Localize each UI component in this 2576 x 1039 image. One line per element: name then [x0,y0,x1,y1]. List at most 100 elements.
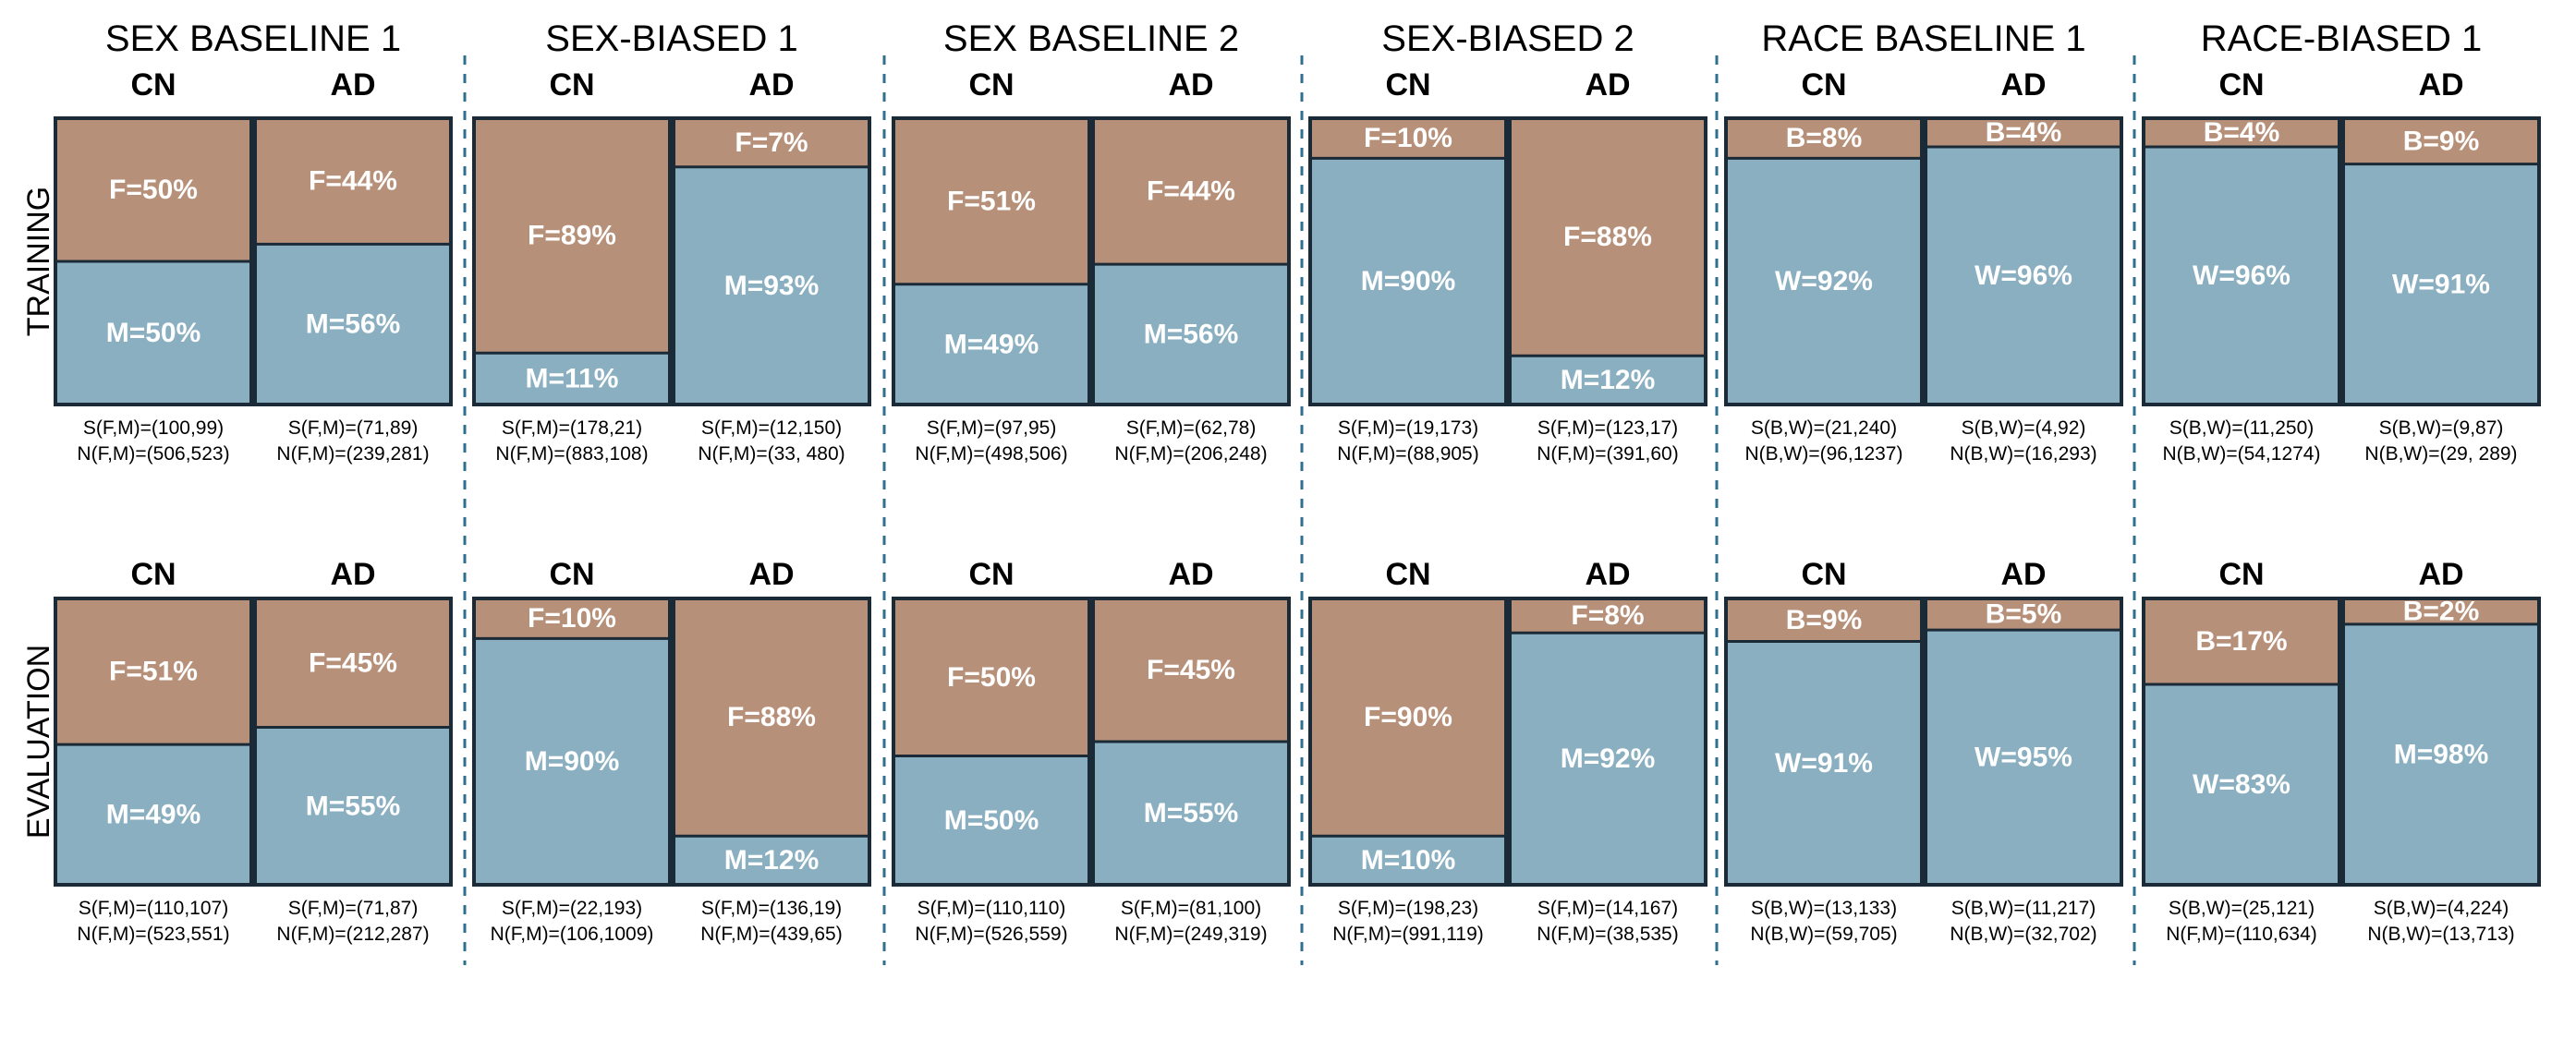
segment-bottom-label-sex-baseline-1-training-cn: M=50% [106,318,201,348]
n-count-sex-biased-2-evaluation-ad: N(F,M)=(38,535) [1537,924,1678,945]
group-title-sex-biased-1: SEX-BIASED 1 [545,18,797,59]
segment-top-label-sex-biased-2-training-ad: F=88% [1563,222,1652,252]
n-count-race-biased-1-evaluation-ad: N(B,W)=(13,713) [2367,924,2514,945]
box-border-sex-baseline-2-evaluation-cn [892,597,1091,887]
class-label-race-biased-1-training-cn: CN [2218,67,2264,103]
segment-bottom-sex-baseline-2-training-cn [893,284,1089,405]
group-title-sex-baseline-2: SEX BASELINE 2 [943,18,1239,59]
box-border-sex-baseline-1-evaluation-cn [54,597,253,887]
n-count-sex-baseline-1-training-ad: N(F,M)=(239,281) [276,443,429,465]
segment-bottom-label-race-biased-1-training-cn: W=96% [2193,260,2290,291]
box-border-sex-biased-2-evaluation-ad [1508,597,1707,887]
segment-bottom-label-sex-baseline-1-evaluation-ad: M=55% [306,791,401,821]
s-count-sex-baseline-2-evaluation-cn: S(F,M)=(110,110) [917,898,1066,919]
class-label-race-biased-1-evaluation-cn: CN [2218,557,2264,592]
segment-bottom-sex-biased-2-training-cn [1310,158,1506,405]
class-label-sex-baseline-1-training-cn: CN [130,67,176,103]
s-count-sex-baseline-2-evaluation-ad: S(F,M)=(81,100) [1121,898,1261,919]
n-count-race-biased-1-training-cn: N(B,W)=(54,1274) [2163,443,2321,465]
class-label-sex-baseline-2-evaluation-cn: CN [968,557,1014,592]
group-title-race-baseline-1: RACE BASELINE 1 [1761,18,2085,59]
n-count-race-baseline-1-evaluation-cn: N(B,W)=(59,705) [1750,924,1897,945]
s-count-sex-biased-2-training-ad: S(F,M)=(123,17) [1537,417,1678,439]
s-count-race-baseline-1-evaluation-ad: S(B,W)=(11,217) [1951,898,2096,919]
segment-top-sex-biased-2-evaluation-cn [1310,598,1506,837]
segment-bottom-sex-biased-1-evaluation-cn [474,638,670,885]
segment-top-race-biased-1-training-ad [2343,118,2539,164]
segment-bottom-label-sex-biased-2-training-ad: M=12% [1561,365,1656,395]
segment-bottom-label-sex-baseline-1-training-ad: M=56% [306,309,401,340]
box-border-race-baseline-1-evaluation-ad [1924,597,2123,887]
class-label-sex-baseline-1-training-ad: AD [330,67,375,103]
box-border-sex-biased-2-training-ad [1508,116,1707,406]
n-count-sex-biased-2-training-ad: N(F,M)=(391,60) [1537,443,1678,465]
class-label-sex-biased-1-training-cn: CN [549,67,594,103]
segment-bottom-race-baseline-1-training-ad [1926,147,2121,405]
s-count-sex-baseline-1-evaluation-ad: S(F,M)=(71,87) [288,898,419,919]
box-border-race-biased-1-training-ad [2341,116,2541,406]
segment-bottom-race-baseline-1-training-cn [1726,158,1922,405]
segment-top-sex-baseline-2-training-cn [893,118,1089,284]
box-border-race-biased-1-evaluation-cn [2142,597,2341,887]
segment-top-race-baseline-1-training-ad [1926,118,2121,147]
segment-bottom-label-sex-biased-1-training-cn: M=11% [526,364,619,394]
n-count-sex-baseline-2-training-ad: N(F,M)=(206,248) [1114,443,1267,465]
segment-top-sex-biased-2-evaluation-ad [1510,598,1706,634]
box-border-sex-baseline-1-evaluation-ad [253,597,453,887]
n-count-race-baseline-1-training-ad: N(B,W)=(16,293) [1950,443,2096,465]
segment-top-label-sex-baseline-2-training-cn: F=51% [947,186,1036,216]
segment-top-sex-biased-1-training-ad [674,118,869,167]
class-label-sex-baseline-2-evaluation-ad: AD [1168,557,1213,592]
class-label-sex-biased-1-evaluation-cn: CN [549,557,594,592]
box-border-sex-biased-1-training-ad [672,116,871,406]
segment-top-label-sex-biased-1-evaluation-ad: F=88% [727,702,816,732]
segment-bottom-race-biased-1-training-ad [2343,163,2539,405]
s-count-race-biased-1-evaluation-ad: S(B,W)=(4,224) [2374,898,2509,919]
class-label-sex-biased-1-training-ad: AD [748,67,794,103]
class-label-race-biased-1-training-ad: AD [2418,67,2463,103]
class-label-race-biased-1-evaluation-ad: AD [2418,557,2463,592]
segment-top-label-sex-biased-1-evaluation-cn: F=10% [528,603,616,634]
class-label-sex-baseline-1-evaluation-ad: AD [330,557,375,592]
segment-bottom-label-race-biased-1-evaluation-ad: M=98% [2394,739,2489,769]
segment-top-race-biased-1-evaluation-ad [2343,598,2539,624]
segment-bottom-sex-baseline-2-evaluation-ad [1093,742,1289,885]
s-count-race-biased-1-evaluation-cn: S(B,W)=(25,121) [2169,898,2315,919]
segment-top-label-race-baseline-1-training-cn: B=8% [1786,123,1863,153]
box-border-sex-biased-2-training-cn [1308,116,1508,406]
segment-top-label-race-biased-1-training-ad: B=9% [2403,126,2480,156]
s-count-sex-biased-1-training-ad: S(F,M)=(12,150) [701,417,842,439]
segment-bottom-race-biased-1-evaluation-cn [2144,684,2339,885]
box-border-sex-baseline-2-evaluation-ad [1091,597,1291,887]
s-count-sex-baseline-1-training-ad: S(F,M)=(71,89) [288,417,419,439]
box-border-race-baseline-1-training-cn [1724,116,1924,406]
box-border-race-baseline-1-evaluation-cn [1724,597,1924,887]
segment-top-label-race-baseline-1-training-ad: B=4% [1986,117,2062,148]
segment-top-label-sex-baseline-1-training-cn: F=50% [109,175,198,205]
segment-top-race-biased-1-evaluation-cn [2144,598,2339,684]
segment-top-race-baseline-1-evaluation-ad [1926,598,2121,631]
segment-top-sex-biased-1-evaluation-ad [674,598,869,837]
box-border-sex-baseline-2-training-ad [1091,116,1291,406]
segment-top-label-race-biased-1-evaluation-cn: B=17% [2195,626,2287,657]
class-label-sex-baseline-2-training-ad: AD [1168,67,1213,103]
segment-top-label-sex-biased-1-training-ad: F=7% [735,127,808,158]
class-label-sex-biased-2-training-cn: CN [1385,67,1430,103]
row-label-training: TRAINING [21,187,56,336]
segment-bottom-label-sex-baseline-2-evaluation-cn: M=50% [944,805,1039,836]
s-count-sex-biased-1-training-cn: S(F,M)=(178,21) [502,417,642,439]
segment-bottom-label-sex-biased-2-evaluation-cn: M=10% [1361,845,1456,876]
n-count-race-biased-1-evaluation-cn: N(F,M)=(110,634) [2166,924,2317,945]
segment-bottom-race-biased-1-evaluation-ad [2343,623,2539,885]
segment-bottom-label-sex-biased-2-evaluation-ad: M=92% [1561,743,1656,774]
segment-top-label-sex-baseline-1-evaluation-cn: F=51% [109,657,198,687]
s-count-sex-biased-1-evaluation-cn: S(F,M)=(22,193) [502,898,642,919]
segment-bottom-label-sex-baseline-1-evaluation-cn: M=49% [106,800,201,830]
n-count-sex-baseline-1-training-cn: N(F,M)=(506,523) [77,443,229,465]
segment-top-label-sex-biased-1-training-cn: F=89% [528,221,616,251]
segment-bottom-label-sex-baseline-2-training-cn: M=49% [944,329,1039,359]
class-label-race-baseline-1-evaluation-cn: CN [1801,557,1846,592]
segment-top-label-sex-baseline-2-evaluation-ad: F=45% [1147,655,1235,685]
class-label-sex-biased-1-evaluation-ad: AD [748,557,794,592]
class-label-sex-biased-2-evaluation-ad: AD [1585,557,1630,592]
